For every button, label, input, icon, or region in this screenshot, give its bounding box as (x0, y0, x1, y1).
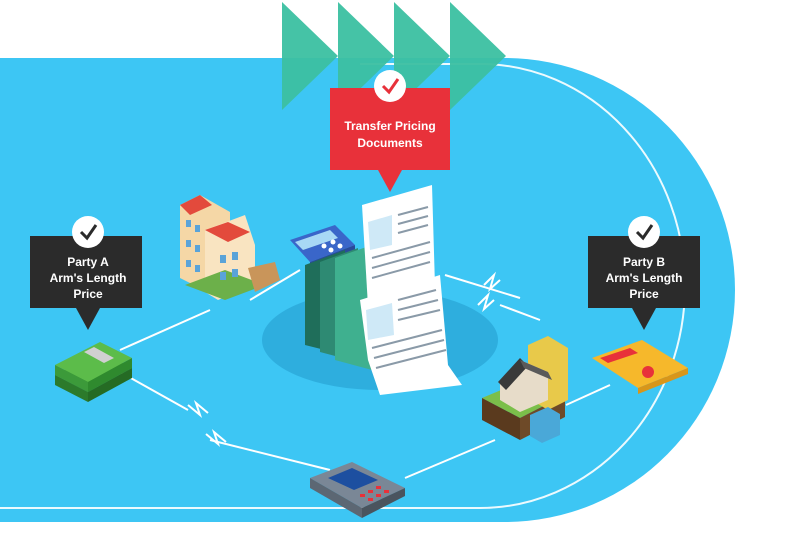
callout-title-line2: Documents (357, 136, 423, 150)
check-icon (374, 70, 406, 102)
flow-lines (119, 269, 611, 479)
money-stack-icon (55, 342, 132, 402)
card-terminal-icon (310, 462, 405, 518)
houses-icon (482, 336, 568, 443)
party-a-callout: Party A Arm's Length Price (30, 216, 142, 330)
buildings-icon (180, 195, 280, 300)
callout-title-line1: Transfer Pricing (344, 119, 435, 133)
credit-card-icon (592, 340, 688, 394)
progress-arrows-icon (282, 2, 506, 110)
party-a-line2: Arm's Length (50, 271, 127, 285)
party-b-line1: Party B (623, 255, 665, 269)
party-b-callout: Party B Arm's Length Price (588, 216, 700, 330)
transfer-pricing-callout: Transfer Pricing Documents (330, 70, 450, 192)
party-a-line3: Price (73, 287, 103, 301)
check-icon (628, 216, 660, 248)
check-icon (72, 216, 104, 248)
party-b-line2: Arm's Length (606, 271, 683, 285)
party-b-line3: Price (629, 287, 659, 301)
party-a-line1: Party A (67, 255, 109, 269)
documents-icon (305, 185, 462, 395)
